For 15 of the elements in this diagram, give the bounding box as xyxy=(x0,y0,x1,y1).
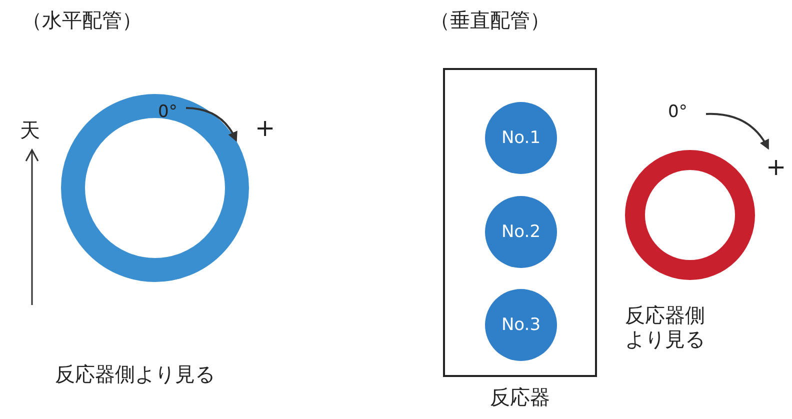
sign-label: + xyxy=(255,116,276,140)
direction-label: 天 xyxy=(20,118,40,142)
view-note: 反応器側より見る xyxy=(625,303,706,351)
vessel-circle: No.1 xyxy=(485,102,557,174)
angle-label: 0° xyxy=(158,101,178,124)
section-title: （水平配管） xyxy=(22,8,142,32)
vessel-circle: No.3 xyxy=(485,289,557,361)
reactor-heading: 反応器 xyxy=(489,385,551,409)
ring xyxy=(61,94,249,282)
ring xyxy=(625,150,755,280)
sign-label: + xyxy=(766,155,786,179)
vessel-circle: No.2 xyxy=(485,196,557,268)
angle-label: 0° xyxy=(668,101,688,124)
section-title: （垂直配管） xyxy=(430,8,550,32)
view-note: 反応器側より見る xyxy=(55,362,215,386)
